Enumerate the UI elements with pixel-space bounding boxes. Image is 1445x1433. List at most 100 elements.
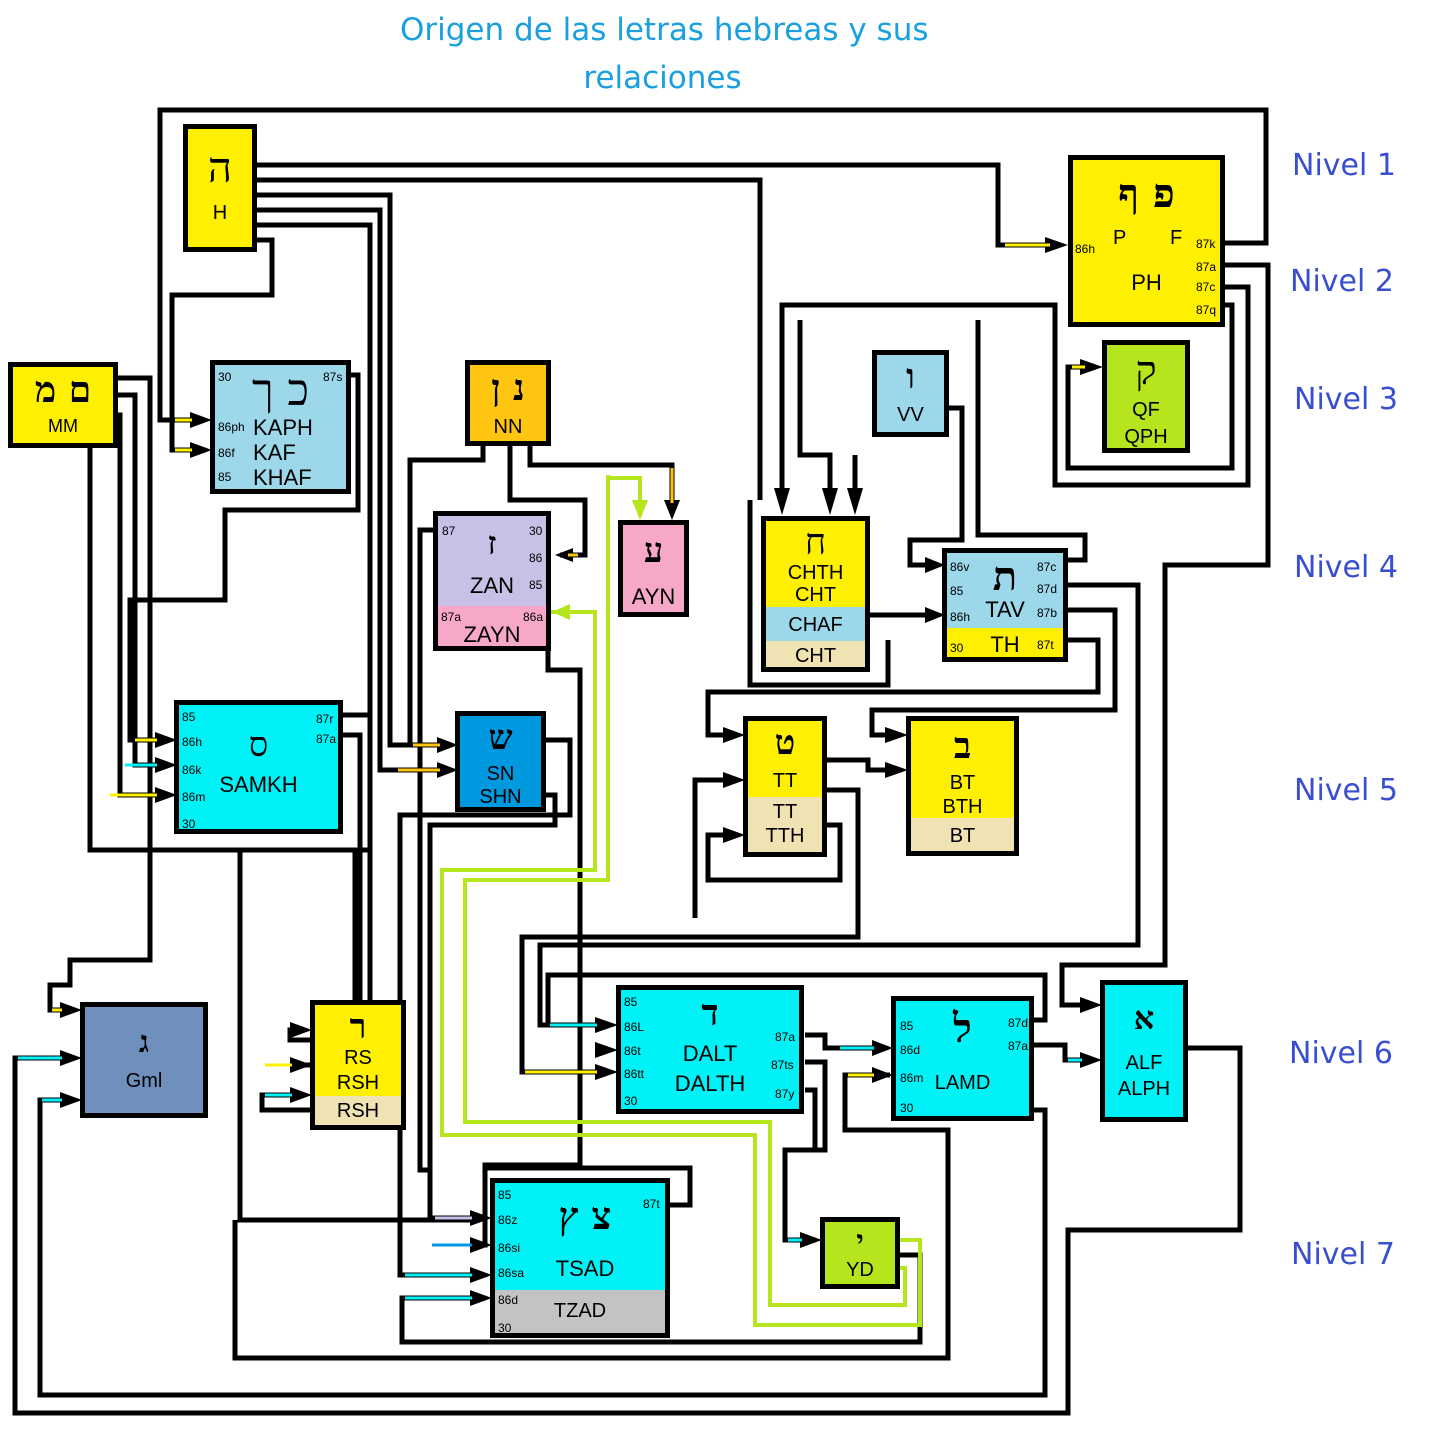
qof-name-2: QPH <box>1124 426 1168 448</box>
letter-box-ayin[interactable]: ע AYN <box>618 520 689 617</box>
port-label: 86tt <box>624 1067 645 1081</box>
port-label: 87b <box>1037 606 1058 620</box>
wire <box>779 284 1251 500</box>
letter-box-dalet[interactable]: ד DALT DALTH 85 86L 86t 86tt 30 87a 87ts… <box>616 985 804 1114</box>
port-label: 87y <box>775 1087 795 1101</box>
gimel-name: Gml <box>125 1070 163 1092</box>
letter-box-lamed[interactable]: ל LAMD 85 86d 86m 30 87d 87a <box>891 996 1034 1121</box>
samekh-name: SAMKH <box>219 772 298 797</box>
port-label: 87c <box>1037 560 1057 574</box>
green-wire <box>463 475 907 1307</box>
arrow-icon <box>872 1067 893 1083</box>
tsadi-name-1: TSAD <box>555 1256 615 1281</box>
level-label-4: Nivel 4 <box>1294 550 1398 585</box>
zayin-name-1: ZAN <box>470 573 514 598</box>
tet-lower-section <box>748 797 822 852</box>
yod-name: YD <box>846 1259 874 1281</box>
ayin-name: AYN <box>631 584 676 609</box>
wire <box>407 445 486 745</box>
letter-box-tav[interactable]: ת TAV TH 86v 85 86h 30 87c 87d 87b 87t <box>942 548 1068 662</box>
letter-box-samekh[interactable]: ס SAMKH 85 86h 86k 86m 30 87r 87a <box>174 700 343 834</box>
shin-name-2: SHN <box>479 786 522 808</box>
port-label: 87a <box>441 610 462 624</box>
port-label: 86m <box>900 1071 924 1085</box>
letter-box-he[interactable]: ה H <box>183 124 257 252</box>
bet-name-1: BT <box>949 772 976 794</box>
chet-name-3: CHAF <box>788 614 843 636</box>
port-label: 87t <box>643 1197 660 1211</box>
port-label: 86h <box>950 610 971 624</box>
letter-box-qof[interactable]: ק QF QPH <box>1102 340 1190 453</box>
tet-name-3: TTH <box>765 825 805 847</box>
letter-box-alef[interactable]: א ALF ALPH <box>1100 980 1188 1122</box>
wire <box>907 405 965 568</box>
wire <box>545 972 1048 1025</box>
letter-box-gimel[interactable]: ג Gml <box>80 1002 208 1118</box>
arrow-icon <box>723 772 745 788</box>
arrow-icon <box>470 1210 492 1226</box>
letter-box-pe[interactable]: פ ף P F PH 86h 87k 87a 87c 87q <box>1068 155 1225 327</box>
tet-name-2: TT <box>772 801 798 823</box>
letter-box-resh[interactable]: ר RS RSH RSH <box>310 1000 406 1130</box>
letter-box-tsadi[interactable]: צ ץ TSAD TZAD 85 86z 86si 86sa 86d 30 87… <box>490 1178 670 1338</box>
kaf-name-1: KAPH <box>253 415 313 440</box>
port-label: 87t <box>1037 638 1054 652</box>
port-label: 86k <box>182 763 202 777</box>
level-label-5: Nivel 5 <box>1294 773 1398 808</box>
arrow-icon <box>555 548 573 562</box>
letter-box-yod[interactable]: י YD <box>820 1217 900 1289</box>
letter-box-zayin[interactable]: ז ZAN ZAYN 87 30 86 85 87a 86a <box>433 511 551 651</box>
arrow-icon <box>190 412 212 428</box>
kaf-name-3: KHAF <box>253 465 312 490</box>
letter-box-kaf[interactable]: כ ך 30 87s 86ph 86f 85 KAPH KAF KHAF <box>210 360 351 494</box>
level-label-1: Nivel 1 <box>1292 148 1396 183</box>
arrow-icon <box>925 557 945 573</box>
arrow-icon <box>1080 997 1102 1013</box>
wire <box>805 1032 880 1051</box>
wire <box>427 792 558 1210</box>
bet-name-2: BTH <box>942 796 983 818</box>
resh-name-2: RSH <box>336 1072 380 1094</box>
letter-box-mem[interactable]: ם מ MM <box>8 362 118 448</box>
letter-box-bet[interactable]: ב BT BTH BT <box>906 716 1019 856</box>
kaf-name-2: KAF <box>253 440 296 465</box>
pe-name-p: P <box>1113 227 1127 249</box>
letter-box-shin[interactable]: ש SN SHN <box>455 711 546 812</box>
arrow-icon <box>822 488 838 515</box>
dalet-name-1: DALT <box>682 1041 738 1066</box>
arrow-icon <box>1080 1052 1102 1068</box>
tav-lower-section <box>947 628 1063 657</box>
port-label: 86sa <box>498 1266 525 1280</box>
port-label: 86z <box>498 1213 518 1227</box>
arrow-icon <box>552 604 570 620</box>
lamed-name: LAMD <box>934 1072 991 1094</box>
arrow-icon <box>723 727 745 743</box>
wire <box>975 320 1088 563</box>
port-label: 86d <box>900 1043 921 1057</box>
port-label: 30 <box>218 370 232 384</box>
arrow-icon <box>664 500 680 520</box>
he-name: H <box>212 202 228 224</box>
letter-box-chet[interactable]: ח CHTH CHT CHAF CHT <box>761 516 870 672</box>
wire <box>47 375 153 1013</box>
arrow-icon <box>800 1232 822 1248</box>
vav-glyph: ו <box>906 357 915 397</box>
wire <box>485 1165 693 1208</box>
tsadi-lower-section <box>495 1290 665 1333</box>
ayin-glyph: ע <box>643 531 664 571</box>
arrow-icon <box>632 500 648 520</box>
wire <box>692 777 728 918</box>
port-label: 87r <box>316 712 334 726</box>
green-wire <box>608 476 642 508</box>
wire <box>255 177 763 500</box>
he-glyph: ה <box>207 143 233 192</box>
letter-box-vav[interactable]: ו VV <box>872 350 949 437</box>
tet-name-1: TT <box>772 770 798 792</box>
arrow-heads <box>60 237 1103 1306</box>
letter-box-nun[interactable]: נ ן NN <box>465 360 551 446</box>
port-label: 87 <box>442 524 456 538</box>
arrow-icon <box>885 727 908 743</box>
nun-glyph: נ ן <box>491 367 525 409</box>
letter-box-tet[interactable]: ט TT TT TTH <box>743 716 827 857</box>
